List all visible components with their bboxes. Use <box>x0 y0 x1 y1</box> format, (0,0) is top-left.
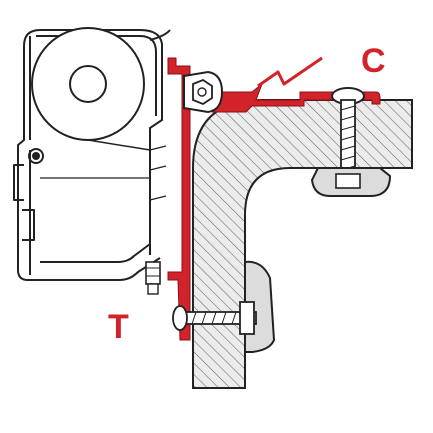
label-c: C <box>361 42 386 80</box>
set-screw <box>145 261 161 295</box>
top-bolt <box>310 87 392 197</box>
adapter-bracket-c <box>211 82 381 113</box>
adapter-bracket-t <box>167 57 191 341</box>
label-t: T <box>108 308 129 346</box>
awning-cassette <box>13 29 171 281</box>
wall-section <box>192 99 413 389</box>
bracket-c-spring <box>257 56 323 88</box>
fabric-roller <box>31 27 151 151</box>
side-bolt <box>172 260 276 353</box>
joining-plate <box>183 70 224 114</box>
